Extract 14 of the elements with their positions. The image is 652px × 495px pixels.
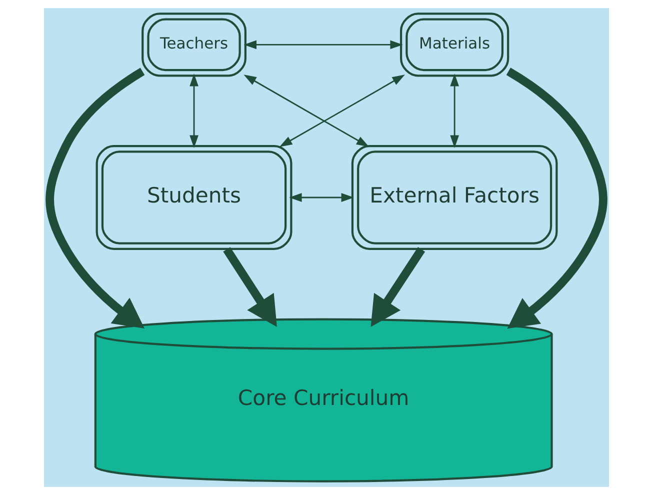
arrow bbox=[243, 40, 402, 50]
arrow bbox=[450, 74, 458, 148]
arrow bbox=[189, 74, 198, 148]
node-box: Materials bbox=[399, 12, 509, 77]
arrow bbox=[222, 247, 276, 327]
arrow bbox=[506, 68, 607, 329]
arrow bbox=[243, 74, 369, 147]
node-box: Students bbox=[95, 145, 292, 250]
node-box: External Factors bbox=[350, 145, 558, 250]
arrow bbox=[288, 193, 354, 202]
node-box: Teachers bbox=[141, 12, 246, 77]
arrow bbox=[278, 74, 404, 147]
arrow bbox=[45, 68, 144, 328]
arrow bbox=[370, 247, 425, 327]
